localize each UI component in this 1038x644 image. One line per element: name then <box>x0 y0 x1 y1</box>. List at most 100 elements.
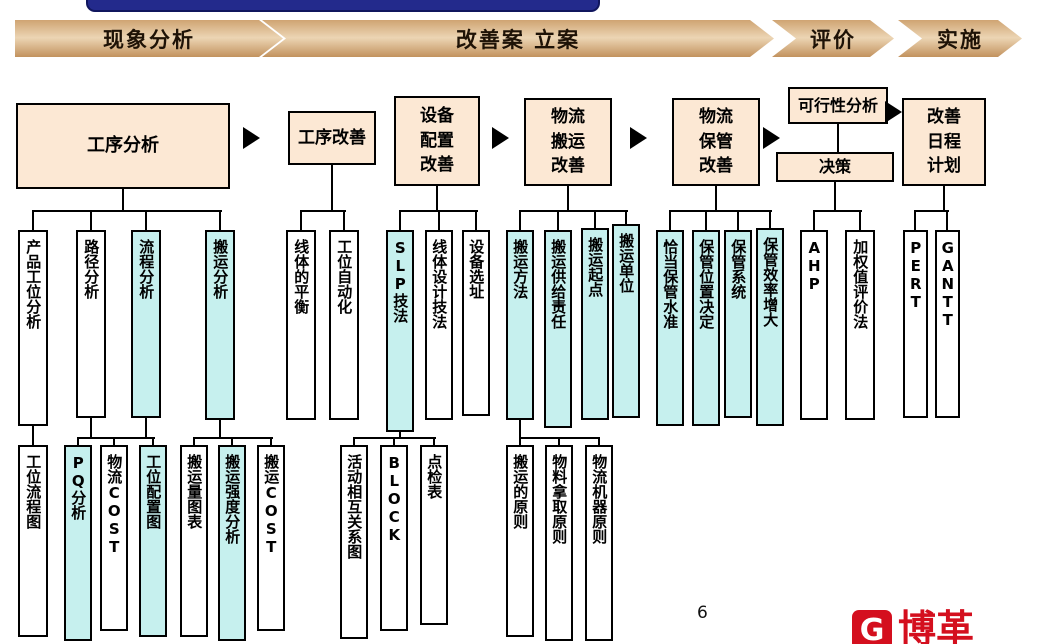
banner-phase-phenomenon-analysis: 现象分析 <box>15 20 283 57</box>
connector <box>813 210 815 230</box>
connector <box>219 420 221 437</box>
vbox-label: 搬运起点 <box>586 237 605 297</box>
logo-text: 博革 <box>898 607 975 644</box>
connector <box>558 437 560 445</box>
connector <box>122 189 124 210</box>
vbox-label: PQ分析 <box>69 454 88 520</box>
connector <box>715 186 717 210</box>
connector <box>393 437 395 445</box>
method-flow-analysis: 流程分析 <box>131 230 161 418</box>
connector <box>669 210 671 230</box>
vbox-label: GANTT <box>938 239 957 329</box>
vbox-label: 点检表 <box>425 454 444 499</box>
method-handling-origin: 搬运起点 <box>581 228 609 420</box>
tool-activity-relationship-diagram: 活动相互关系图 <box>340 445 368 639</box>
vbox-label: 恰当保管水准 <box>661 239 680 329</box>
vbox-label: 搬运方法 <box>511 239 530 299</box>
flow-arrow-icon <box>763 127 780 149</box>
method-storage-system: 保管系统 <box>724 230 752 418</box>
method-equipment-siting: 设备选址 <box>462 230 490 416</box>
vbox-label: 搬运分析 <box>211 239 230 299</box>
flow-box-decision: 决策 <box>776 152 894 182</box>
connector <box>145 210 147 230</box>
connector <box>705 210 707 230</box>
flow-arrow-icon <box>492 127 509 149</box>
vbox-label: 活动相互关系图 <box>345 454 364 559</box>
connector <box>193 437 195 445</box>
connector <box>219 210 221 230</box>
method-product-station-analysis: 产品工位分析 <box>18 230 48 426</box>
connector <box>837 124 839 152</box>
method-handling-analysis: 搬运分析 <box>205 230 235 420</box>
vbox-label: 流程分析 <box>137 239 156 299</box>
connector <box>737 210 739 230</box>
vbox-label: 路径分析 <box>82 239 101 299</box>
vbox-label: 保管效率增大 <box>761 237 780 327</box>
connector <box>32 210 222 212</box>
method-path-analysis: 路径分析 <box>76 230 106 418</box>
connector <box>300 210 346 212</box>
tool-pq-analysis: PQ分析 <box>64 445 92 641</box>
flow-box-schedule-plan: 改善 日程 计划 <box>902 98 986 186</box>
connector <box>946 210 948 230</box>
method-line-balance: 线体的平衡 <box>286 230 316 420</box>
connector <box>438 210 440 230</box>
connector <box>914 210 916 230</box>
logo: G 博革 <box>852 610 974 644</box>
page-number: 6 <box>697 603 708 623</box>
connector <box>914 210 949 212</box>
vbox-label: 设备选址 <box>467 239 486 299</box>
vbox-label: 保管系统 <box>729 239 748 299</box>
flow-box-process-analysis: 工序分析 <box>16 103 230 189</box>
connector <box>519 437 521 445</box>
vbox-label: BLOCK <box>385 454 404 544</box>
tool-checklist: 点检表 <box>420 445 448 625</box>
connector <box>353 437 355 445</box>
connector <box>300 210 302 230</box>
method-line-design-technique: 线体设计技法 <box>425 230 453 420</box>
method-storage-position: 保管位置决定 <box>692 230 720 426</box>
vbox-label: 搬运量图表 <box>185 454 204 529</box>
flow-box-feasibility: 可行性分析 <box>788 87 888 124</box>
connector <box>436 186 438 210</box>
tool-handling-volume-chart: 搬运量图表 <box>180 445 208 637</box>
tool-handling-principles: 搬运的原则 <box>506 445 534 637</box>
connector <box>113 437 115 445</box>
tool-block: BLOCK <box>380 445 408 631</box>
method-pert: PERT <box>903 230 928 418</box>
connector <box>343 210 345 230</box>
vbox-label: 搬运强度分析 <box>223 454 242 544</box>
connector <box>859 210 861 230</box>
method-slp-technique: SLP技法 <box>386 230 414 432</box>
vbox-label: 搬运单位 <box>617 233 636 293</box>
connector <box>152 437 154 445</box>
method-ahp: AHP <box>800 230 828 420</box>
connector <box>943 186 945 210</box>
method-handling-unit: 搬运单位 <box>612 224 640 418</box>
connector <box>519 210 521 230</box>
connector <box>598 437 600 445</box>
tool-logistics-machine-principles: 物流机器原则 <box>585 445 613 641</box>
flow-arrow-icon <box>885 101 902 123</box>
banner-phase-evaluation: 评价 <box>772 20 894 57</box>
vbox-label: 产品工位分析 <box>24 239 43 329</box>
vbox-label: 物流机器原则 <box>590 454 609 544</box>
connector <box>475 210 477 230</box>
vbox-label: 物料拿取原则 <box>550 454 569 544</box>
connector <box>77 437 79 445</box>
vbox-label: 工位自动化 <box>335 239 354 314</box>
vbox-label: 保管位置决定 <box>697 239 716 329</box>
method-storage-efficiency: 保管效率增大 <box>756 228 784 426</box>
tool-handling-cost: 搬运COST <box>257 445 285 631</box>
method-weighted-evaluation: 加权值评价法 <box>845 230 875 420</box>
connector <box>625 210 627 226</box>
logo-mark-icon: G <box>852 610 892 644</box>
method-gantt: GANTT <box>935 230 960 418</box>
method-handling-supply-duty: 搬运供给责任 <box>544 230 572 428</box>
method-proper-storage-level: 恰当保管水准 <box>656 230 684 426</box>
connector <box>557 210 559 230</box>
vbox-label: PERT <box>906 239 925 311</box>
tool-station-layout-diagram: 工位配置图 <box>139 445 167 637</box>
vbox-label: 线体的平衡 <box>292 239 311 314</box>
